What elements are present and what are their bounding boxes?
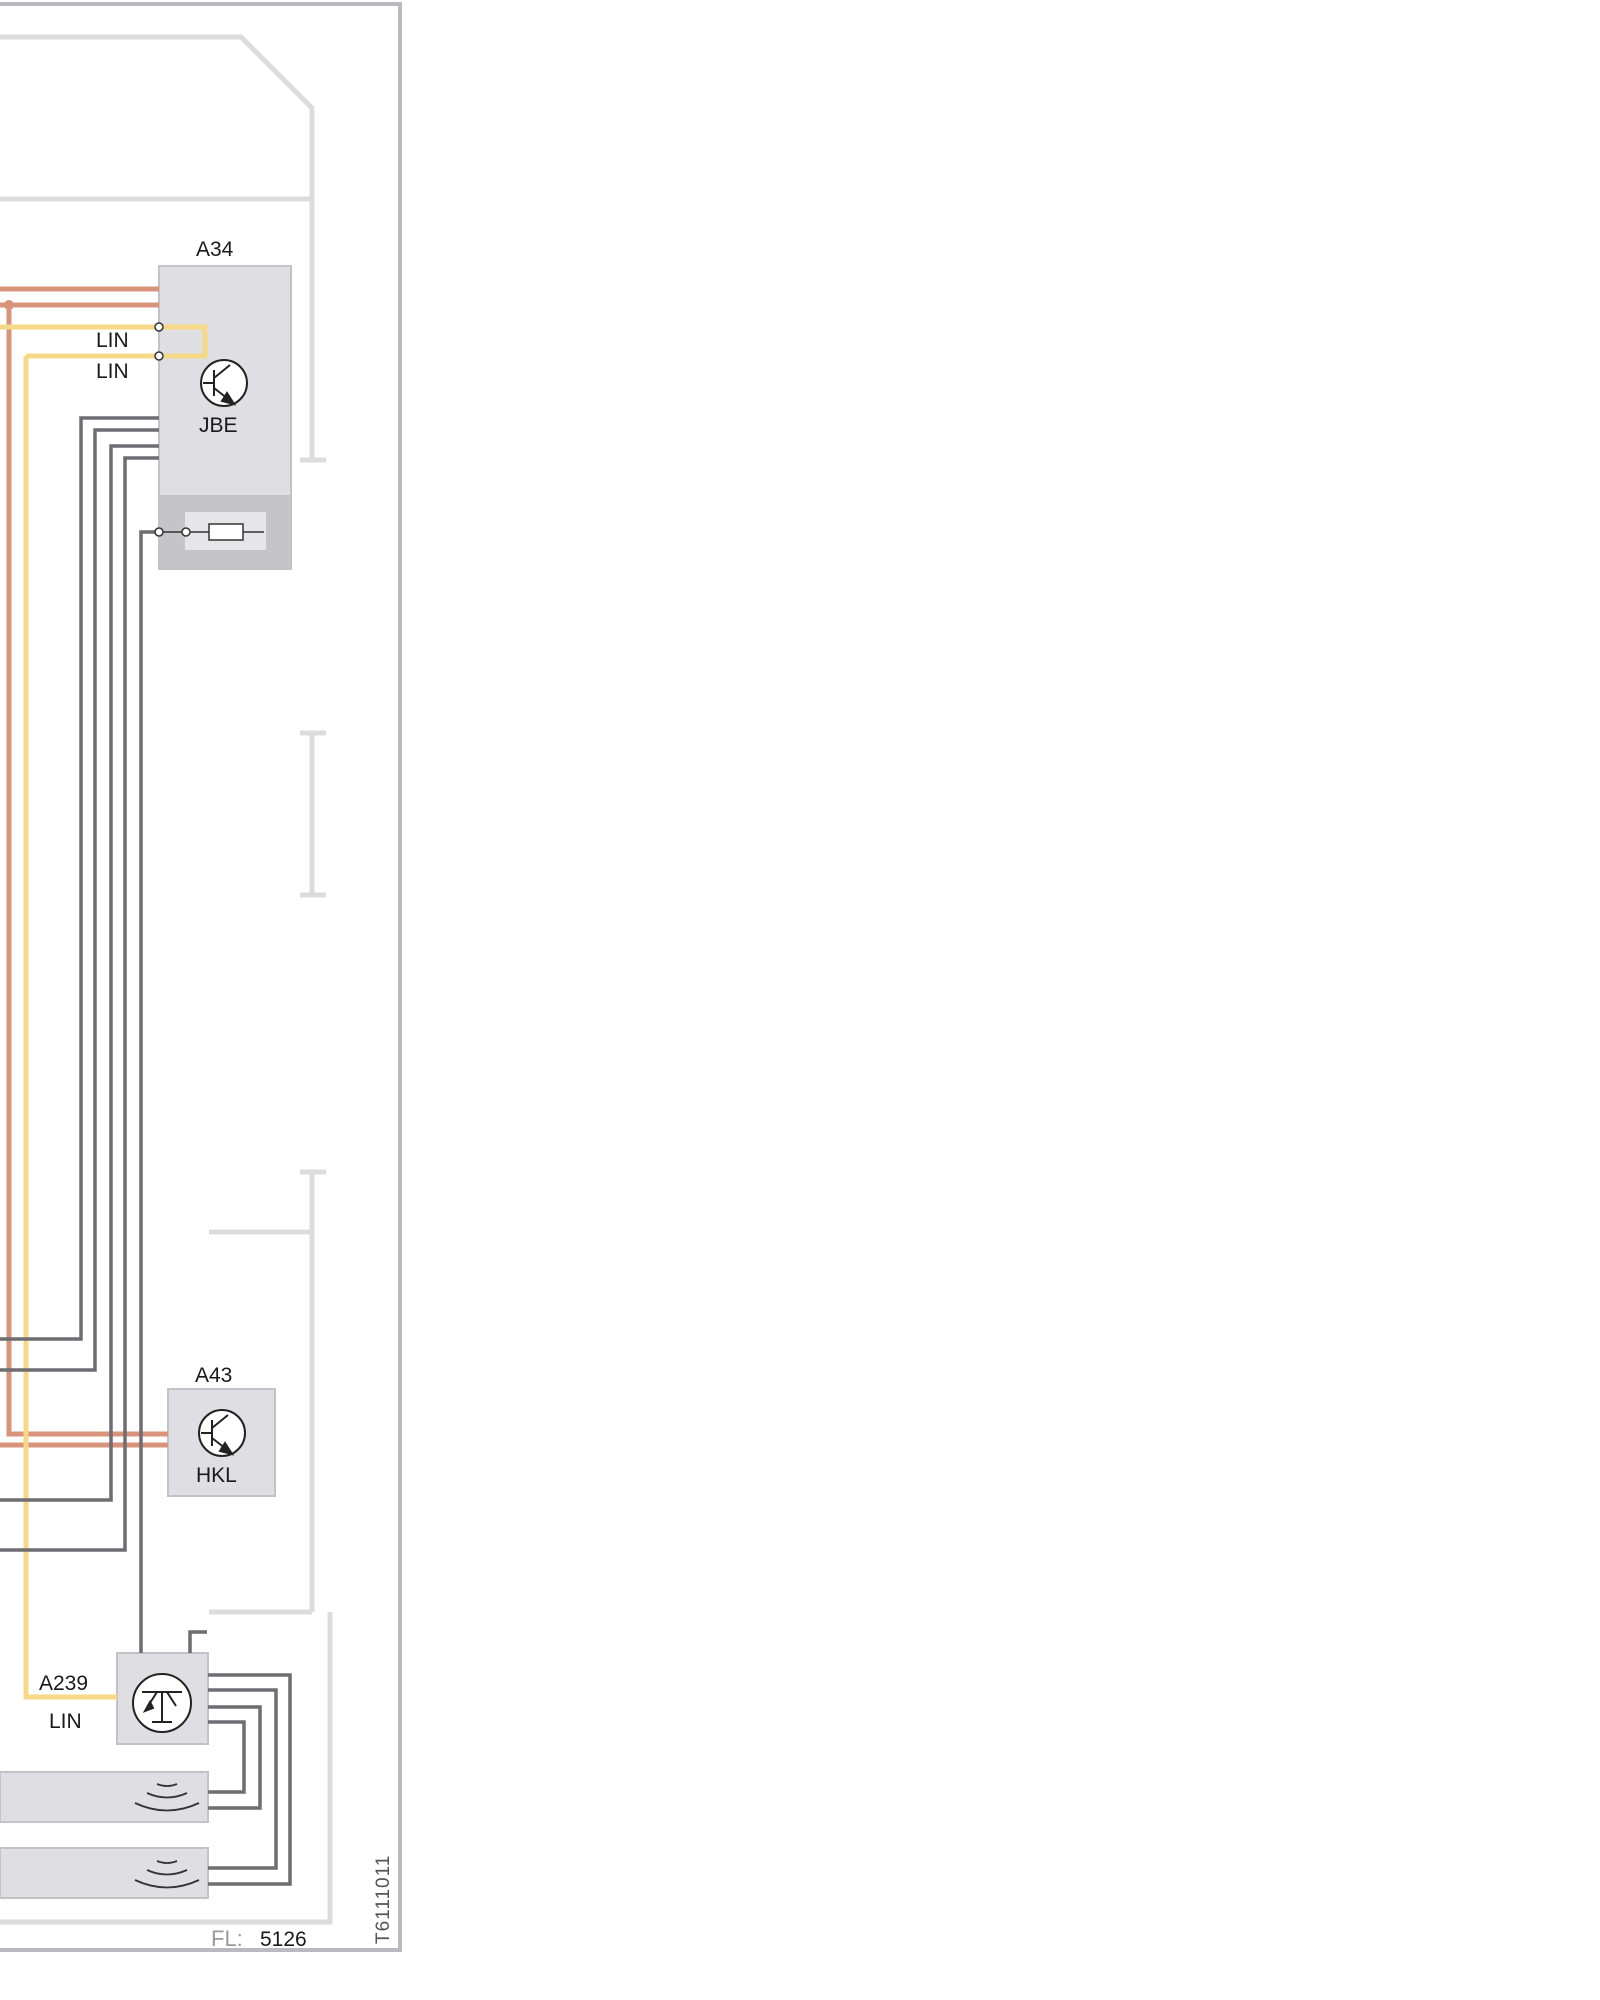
antenna-icon-2 bbox=[134, 1860, 200, 1889]
antenna-icon-1 bbox=[134, 1783, 200, 1812]
label-a34: A34 bbox=[196, 238, 234, 261]
receiver-icon-a239 bbox=[132, 1673, 192, 1733]
power-junction bbox=[4, 300, 14, 310]
transistor-icon-jbe bbox=[200, 359, 248, 407]
antenna-bars bbox=[0, 1771, 209, 1899]
label-a239: A239 bbox=[39, 1672, 88, 1695]
lin-wires bbox=[0, 324, 208, 1700]
label-lin-1: LIN bbox=[96, 329, 129, 352]
label-fl-number: 5126 bbox=[260, 1928, 307, 1951]
label-hkl: HKL bbox=[196, 1464, 237, 1487]
signal-wires bbox=[0, 416, 292, 1886]
zone-outlines bbox=[0, 34, 333, 1925]
label-lin-2: LIN bbox=[96, 360, 129, 383]
label-fl-prefix: FL: bbox=[211, 1926, 243, 1951]
connector-pins bbox=[154, 322, 191, 537]
label-jbe: JBE bbox=[199, 414, 238, 437]
diagram-frame bbox=[0, 2, 402, 1952]
label-a43: A43 bbox=[195, 1364, 232, 1387]
label-lin-3: LIN bbox=[49, 1710, 82, 1733]
figure-code: T6111011 bbox=[373, 1855, 394, 1944]
fuse-icon bbox=[163, 523, 264, 541]
transistor-icon-hkl bbox=[198, 1409, 246, 1457]
